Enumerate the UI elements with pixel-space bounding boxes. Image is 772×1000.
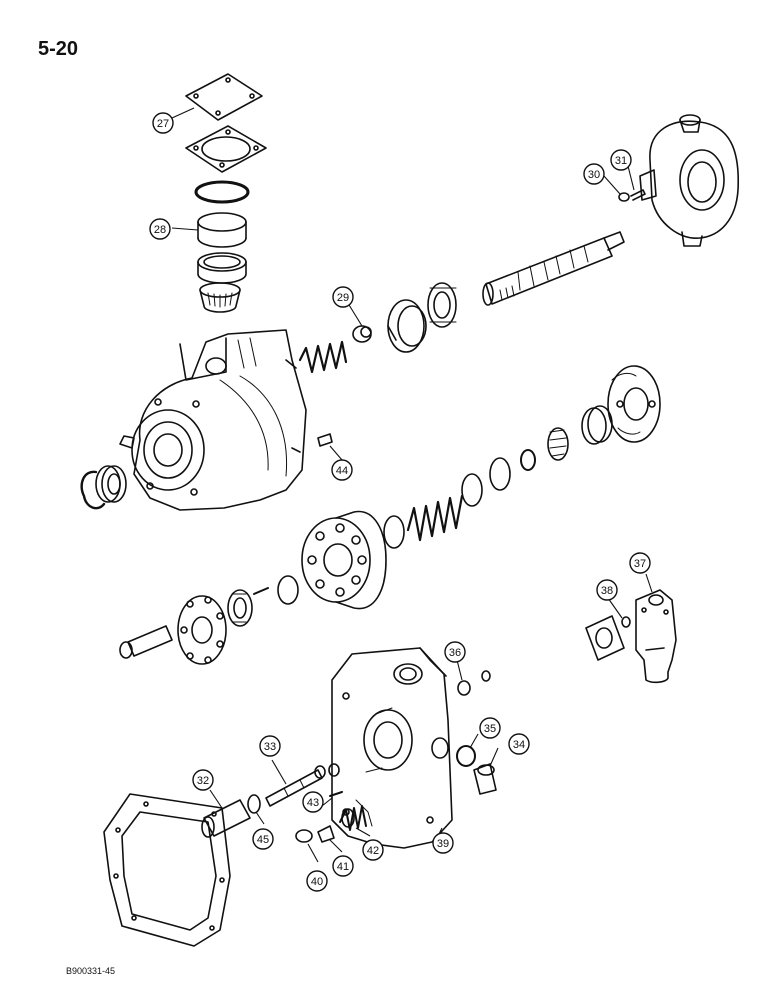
cover-gasket [185,125,267,173]
small-pin [329,791,343,797]
callout-35: 35 [479,717,501,739]
callout-37-label: 37 [634,558,646,570]
retainer-clip [317,825,335,843]
port-plate [607,365,661,443]
drawing-reference-code: B900331-45 [66,966,116,976]
page-number: 5-20 [38,38,79,60]
callout-36-label: 36 [449,647,461,659]
shim-washer [295,829,313,843]
spring-seat [341,808,355,828]
callout-37: 37 [629,552,651,574]
callout-45: 45 [252,828,274,850]
spring-washer [383,515,405,549]
bearing-cup [197,212,247,248]
callout-28-label: 28 [154,224,166,236]
valve-gasket [585,615,625,661]
fitting-washer [481,670,491,682]
callout-43-label: 43 [307,797,319,809]
small-washer [618,192,630,202]
bearing-race [197,252,247,284]
callout-44: 44 [331,459,353,481]
callout-31-label: 31 [615,155,627,167]
callout-35-label: 35 [484,723,496,735]
valve-sleeve [201,799,251,838]
dowel-pin [317,433,333,447]
callout-36: 36 [444,641,466,663]
callout-28: 28 [149,218,171,240]
retaining-ring [461,473,483,507]
callout-39-label: 39 [437,838,449,850]
shoe-retainer-plate [177,595,227,665]
compensator-spool [265,765,326,807]
bearing-race-middle [581,405,613,445]
callout-29: 29 [332,286,354,308]
small-o-ring [621,616,631,628]
fitting-o-ring [457,680,471,696]
cover-plate [185,73,263,121]
callout-27-label: 27 [157,118,169,130]
callout-40: 40 [306,870,328,892]
leader-lines [171,107,653,863]
callout-32: 32 [192,769,214,791]
drive-shaft [482,231,625,306]
cylinder-block [301,510,387,610]
callout-33-label: 33 [264,741,276,753]
callout-41: 41 [332,855,354,877]
spherical-guide [227,589,253,627]
plug [352,325,372,343]
needle-bearing [547,427,569,461]
shaft-bearing-cup [387,299,427,353]
callout-44-label: 44 [336,465,348,477]
control-valve-body [635,589,677,684]
large-gasket [103,793,231,947]
callout-38: 38 [596,579,618,601]
callout-29-label: 29 [337,292,349,304]
callout-42-label: 42 [367,845,379,857]
cover-o-ring [194,180,250,204]
shaft-roller-bearing [427,282,457,328]
callout-43: 43 [302,791,324,813]
callout-31: 31 [610,149,632,171]
callout-30: 30 [583,163,605,185]
guide-pin [253,587,269,595]
spacer-ring [520,449,536,471]
tapered-roller-bearing [199,282,241,313]
pump-housing [119,329,307,511]
roll-pin [630,189,646,201]
callout-33: 33 [259,735,281,757]
callout-27: 27 [152,112,174,134]
spool-ring [247,794,261,814]
callout-32-label: 32 [197,775,209,787]
snap-ring [80,470,106,510]
port-plug [473,763,497,795]
callout-42: 42 [362,839,384,861]
swashplate-housing [639,114,740,247]
cylinder-spring [406,494,464,542]
callout-34-label: 34 [513,739,525,751]
callout-30-label: 30 [588,169,600,181]
callout-40-label: 40 [311,876,323,888]
callout-34: 34 [508,733,530,755]
shaft-seal [95,465,127,503]
callout-39: 39 [432,832,454,854]
thrust-washer [489,457,511,491]
callout-45-label: 45 [257,834,269,846]
callout-38-label: 38 [601,585,613,597]
plug-o-ring [456,745,476,767]
end-cap-housing [331,647,453,849]
control-spring [298,340,348,374]
spool-seal [328,763,340,777]
callout-41-label: 41 [337,861,349,873]
piston [119,625,173,659]
retainer-ring [277,575,299,605]
